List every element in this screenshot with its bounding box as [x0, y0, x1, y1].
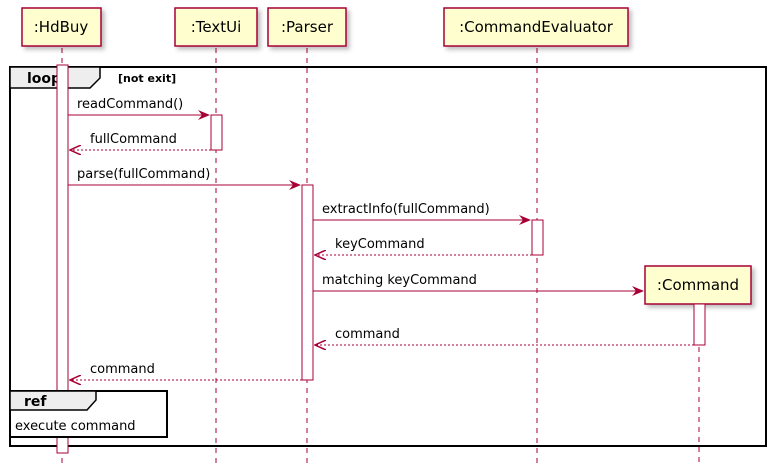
activation-parser — [301, 184, 314, 381]
message-read-command-label: readCommand() — [77, 97, 183, 112]
message-matching: matching keyCommand — [313, 273, 644, 296]
message-key-command-label: keyCommand — [335, 237, 425, 252]
ref-keyword: ref — [24, 394, 47, 410]
participant-command-evaluator: :CommandEvaluator — [443, 7, 629, 47]
activations — [56, 64, 706, 454]
ref-tab — [9, 390, 97, 411]
loop-keyword: loop — [27, 71, 61, 87]
participant-command-evaluator-label: :CommandEvaluator — [459, 18, 614, 36]
message-parse-label: parse(fullCommand) — [77, 167, 210, 182]
message-extract-info-label: extractInfo(fullCommand) — [322, 202, 490, 217]
message-extract-info: extractInfo(fullCommand) — [313, 202, 531, 225]
activation-textui — [210, 114, 223, 151]
message-full-command-label: fullCommand — [90, 132, 177, 147]
ref-label: execute command — [15, 419, 136, 434]
message-matching-label: matching keyCommand — [322, 273, 477, 288]
message-command-to-hdbuy-label: command — [90, 362, 155, 377]
activation-command — [693, 303, 706, 346]
message-read-command: readCommand() — [68, 97, 210, 120]
message-full-command-return: fullCommand — [70, 132, 211, 150]
participant-command: :Command — [644, 265, 752, 305]
ref-frame: ref execute command — [9, 390, 168, 438]
participant-parser-label: :Parser — [281, 18, 334, 36]
activation-hdbuy — [56, 64, 69, 454]
message-parse: parse(fullCommand) — [68, 167, 301, 190]
loop-tab — [9, 66, 101, 89]
lifelines — [61, 48, 700, 465]
message-command-return-to-hdbuy: command — [70, 362, 302, 380]
participant-hdbuy-label: :HdBuy — [34, 18, 89, 36]
message-command-to-parser-label: command — [335, 327, 400, 342]
message-key-command-return: keyCommand — [315, 237, 532, 255]
participant-command-label: :Command — [657, 276, 739, 294]
loop-guard: [not exit] — [118, 72, 176, 85]
message-command-return-to-parser: command — [315, 327, 694, 345]
participant-textui-label: :TextUi — [191, 18, 242, 36]
activation-command-evaluator — [531, 219, 544, 256]
participant-textui: :TextUi — [174, 7, 258, 47]
loop-frame: loop [not exit] — [9, 66, 767, 447]
participant-hdbuy: :HdBuy — [21, 7, 102, 47]
participant-parser: :Parser — [267, 7, 347, 47]
